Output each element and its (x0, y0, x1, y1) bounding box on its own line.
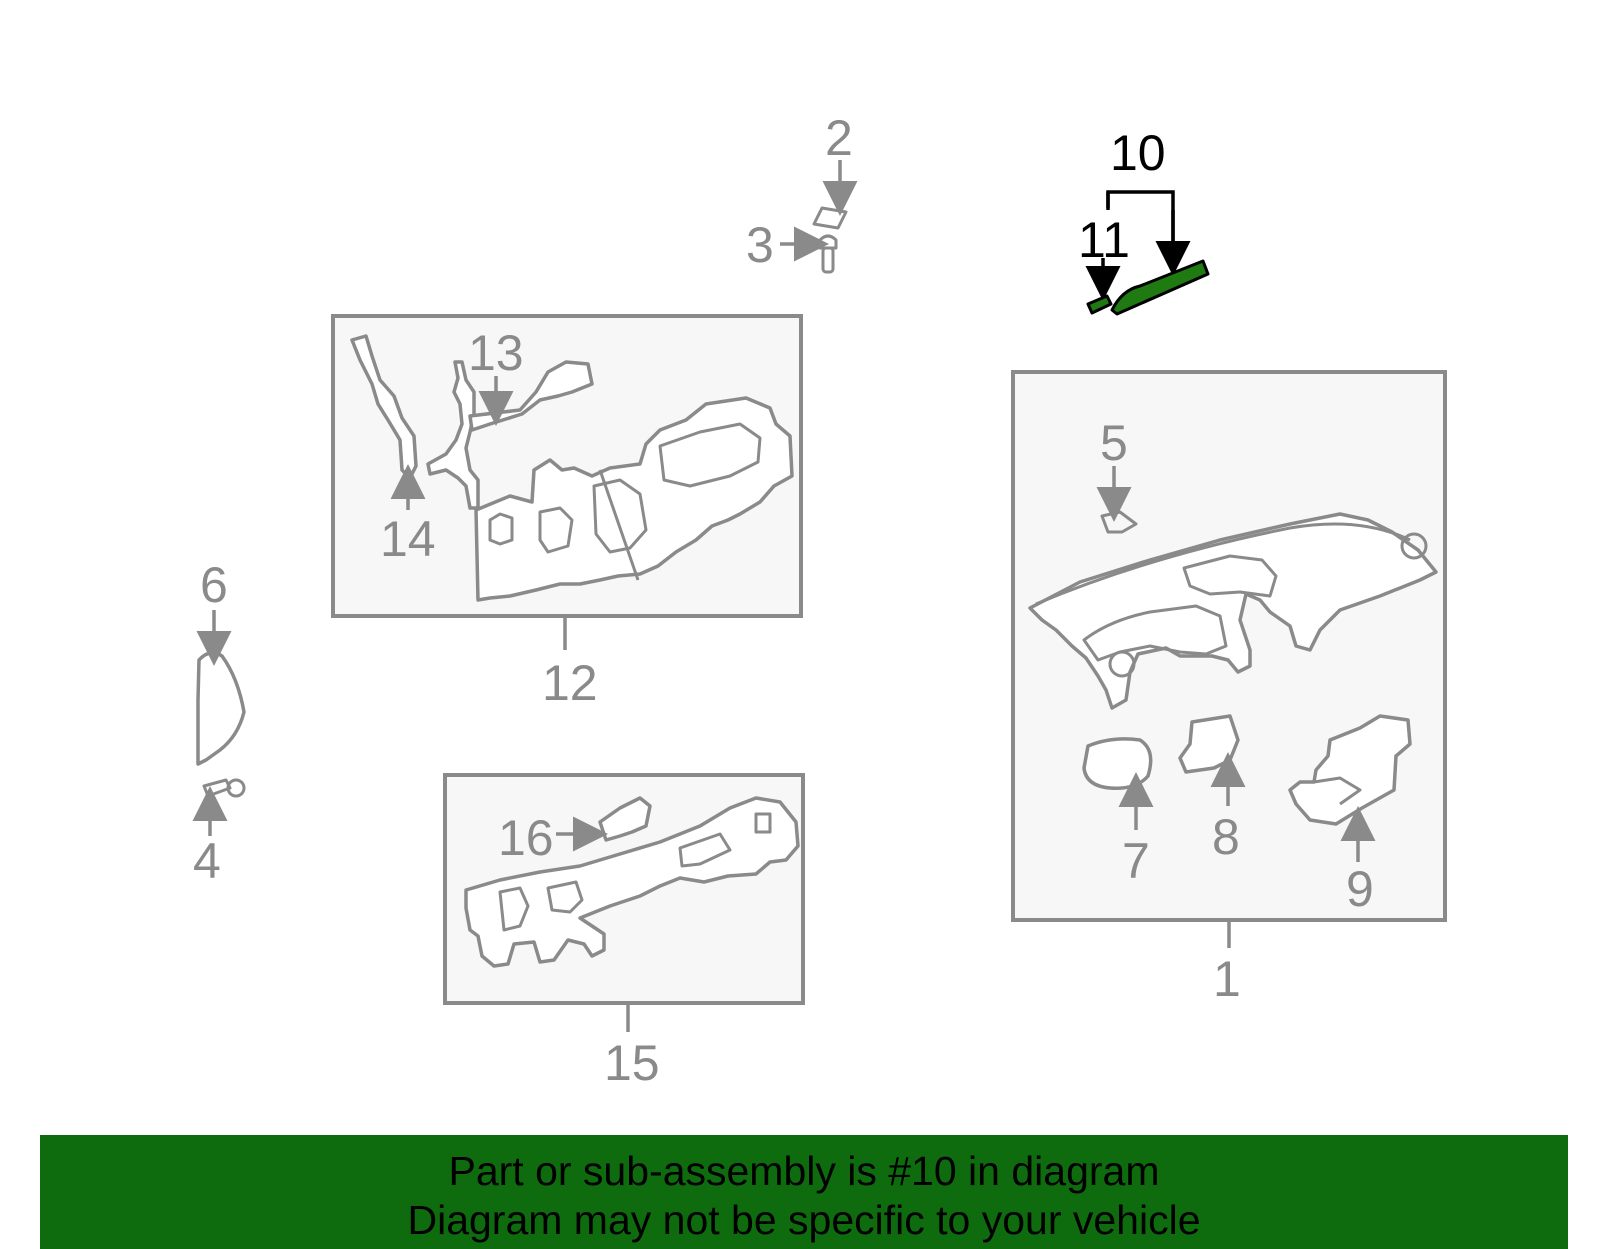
callout-5: 5 (1100, 415, 1128, 471)
callout-16: 16 (498, 810, 554, 866)
callout-14: 14 (380, 511, 436, 567)
callout-9: 9 (1346, 861, 1374, 917)
banner-line-2: Diagram may not be specific to your vehi… (407, 1197, 1201, 1243)
callout-15: 15 (604, 1035, 660, 1091)
callout-10: 10 (1110, 125, 1166, 181)
callout-6: 6 (200, 557, 228, 613)
part-6-side-trim[interactable] (196, 651, 246, 766)
part-3-screw[interactable] (818, 234, 838, 274)
callout-8: 8 (1212, 809, 1240, 865)
part-7-cover[interactable] (1082, 737, 1153, 790)
part-16-bracket[interactable] (598, 796, 652, 842)
part-2-clip[interactable] (812, 206, 848, 230)
part-1-instrument-panel[interactable] (1028, 512, 1438, 710)
part-11-trim-piece[interactable] (1086, 294, 1113, 315)
callout-13: 13 (468, 325, 524, 381)
callout-1: 1 (1213, 951, 1241, 1007)
part-10-trim-panel[interactable] (1110, 259, 1210, 316)
part-4-bolt[interactable] (202, 778, 246, 798)
banner-line-1: Part or sub-assembly is #10 in diagram (448, 1148, 1160, 1194)
callout-7: 7 (1122, 833, 1150, 889)
part-12-duct-assembly[interactable] (474, 396, 794, 602)
callout-12: 12 (542, 655, 598, 711)
info-banner: Part or sub-assembly is #10 in diagram D… (40, 1135, 1568, 1249)
callout-3: 3 (746, 217, 774, 273)
part-9-bracket[interactable] (1288, 714, 1412, 826)
callout-4: 4 (193, 833, 221, 889)
part-15-cross-car-beam[interactable] (464, 796, 800, 968)
callout-2: 2 (825, 110, 853, 166)
